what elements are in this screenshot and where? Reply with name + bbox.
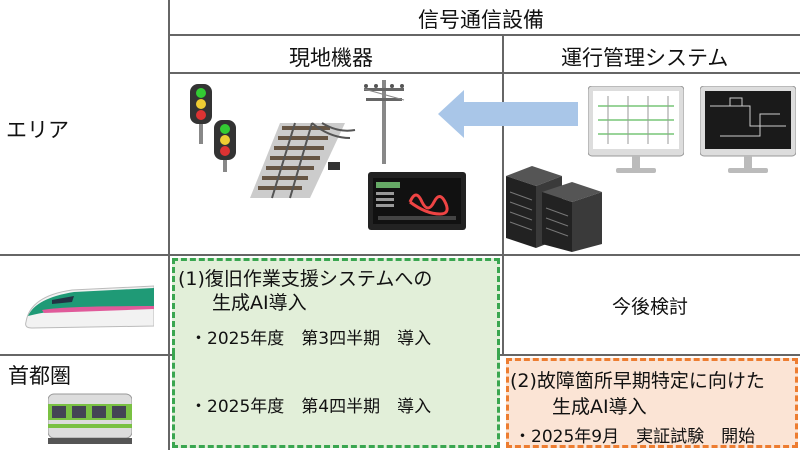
fault-detection-title-line2: 生成AI導入 (552, 396, 647, 418)
header-signal-equipment: 信号通信設備 (418, 8, 544, 32)
orange-box-metro (506, 358, 798, 448)
header-operation-system: 運行管理システム (561, 46, 729, 70)
monitor-icon (588, 86, 684, 173)
grid-line (168, 0, 170, 450)
green-box-metro (172, 354, 500, 448)
shinkansen-train-icon (25, 285, 154, 329)
header-field-equipment: 現地機器 (289, 46, 373, 70)
traffic-signal-icon (190, 84, 236, 172)
utility-pole-icon (363, 80, 405, 164)
metro-label: 首都圏 (8, 364, 71, 388)
railway-track-icon (250, 122, 356, 199)
grid-line (168, 34, 800, 36)
server-rack-icon (506, 166, 602, 252)
fault-detection-schedule: ・2025年9月 実証試験 開始 (514, 427, 756, 447)
fault-detection-title-line1: (2)故障箇所早期特定に向けた (510, 370, 765, 392)
ai-recovery-title-line1: (1)復旧作業支援システムへの (178, 268, 433, 290)
grid-line (502, 34, 504, 354)
header-area: エリア (6, 118, 69, 142)
ai-recovery-title-line2: 生成AI導入 (212, 292, 307, 314)
monitor-icon (700, 86, 796, 173)
arrow-left-icon (438, 90, 578, 138)
ai-recovery-schedule: ・2025年度 第3四半期 導入 (190, 329, 432, 349)
future-consideration: 今後検討 (612, 296, 689, 318)
metro-ai-schedule: ・2025年度 第4四半期 導入 (190, 397, 432, 417)
display-panel-icon (368, 172, 466, 230)
commuter-train-icon (48, 393, 132, 444)
green-box-shinkansen (172, 258, 500, 354)
grid-line (0, 254, 800, 256)
grid-line (168, 72, 800, 74)
